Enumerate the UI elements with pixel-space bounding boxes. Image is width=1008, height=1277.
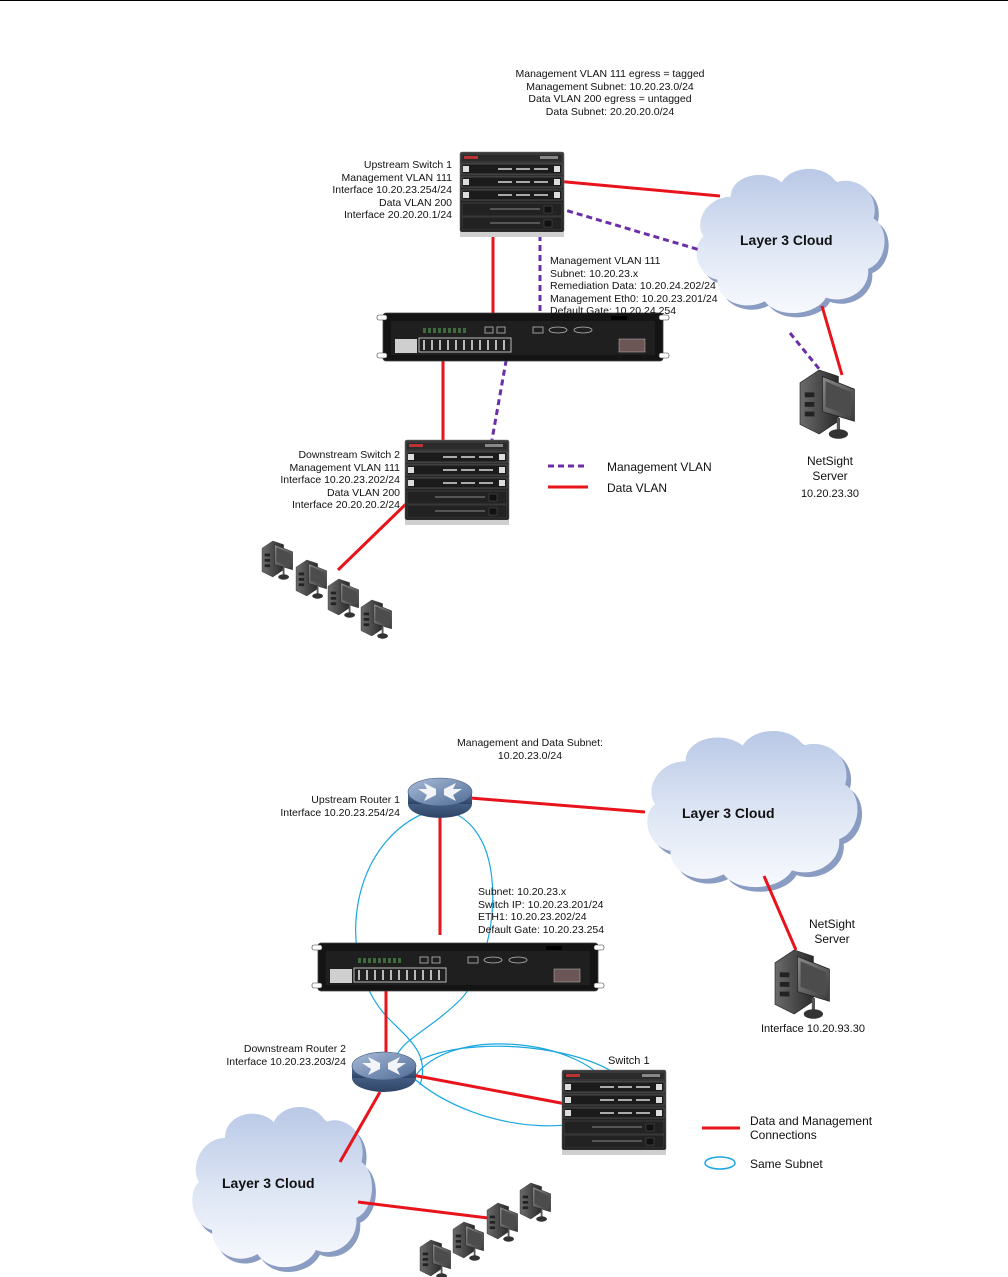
server-name-line: NetSight <box>806 454 854 468</box>
downstream-router-2-label: Downstream Router 2 Interface 10.20.23.2… <box>200 1043 346 1068</box>
label-line: Switch IP: 10.20.23.201/24 <box>478 898 604 911</box>
cloud-1-label: Layer 3 Cloud <box>740 232 833 248</box>
mgmt-cloud-server <box>788 332 822 371</box>
legend-data-vlan-label: Data VLAN <box>607 481 668 495</box>
workstation <box>327 578 360 619</box>
d2-top-note-line: 10.20.23.0/24 <box>497 749 563 762</box>
cloud-2-top-label: Layer 3 Cloud <box>682 805 775 821</box>
label-line: Interface 10.20.23.202/24 <box>280 474 400 486</box>
netsight-server-2-ip: Interface 10.20.93.30 <box>761 1023 865 1035</box>
label-line: Remediation Data: 10.20.24.202/24 <box>550 280 716 292</box>
switch-1[interactable] <box>561 1069 667 1156</box>
d1-top-note: Management VLAN 111 egress = tagged Mana… <box>510 68 710 118</box>
mgmt-switch1-cloud <box>547 203 701 252</box>
label-line: Default Gate: 10.20.23.254 <box>478 923 605 936</box>
link-cloud-server <box>820 305 844 376</box>
label-line: Management VLAN 111 <box>550 255 661 267</box>
d2-top-note: Management and Data Subnet: 10.20.23.0/2… <box>440 737 620 762</box>
workstations-1 <box>261 540 393 640</box>
label-line: Management Eth0: 10.20.23.201/24 <box>550 292 718 305</box>
label-line: Data VLAN 200 <box>379 196 452 209</box>
label-line: Interface 10.20.23.254/24 <box>280 806 400 819</box>
downstream-switch-2-label: Downstream Switch 2 Management VLAN 111 … <box>240 449 400 512</box>
nac-appliance-2[interactable] <box>311 942 605 992</box>
page-top-rule <box>0 0 1008 1</box>
d1-top-note-line: Data VLAN 200 egress = untagged <box>528 93 692 105</box>
netsight-server-2[interactable] <box>774 949 831 1020</box>
workstation <box>486 1202 519 1243</box>
label-line: Management VLAN 111 <box>341 171 452 184</box>
upstream-router-1[interactable] <box>407 777 473 819</box>
link-router1-cloud <box>469 796 646 814</box>
label-line: Subnet: 10.20.23.x <box>550 267 639 280</box>
link-router2-cloud <box>338 1091 382 1163</box>
workstation <box>360 599 393 640</box>
nac-appliance-1[interactable] <box>376 312 670 362</box>
nac-info-1-label: Management VLAN 111 Subnet: 10.20.23.x R… <box>550 255 718 318</box>
d1-top-note-line: Management VLAN 111 egress = tagged <box>515 68 705 80</box>
server-name-line: Server <box>812 469 848 483</box>
legend-mgmt-vlan-label: Management VLAN <box>607 460 712 474</box>
label-line: Interface 20.20.20.2/24 <box>292 499 400 511</box>
d1-top-note-line: Data Subnet: 20.20.20.0/24 <box>545 105 675 118</box>
label-line: Downstream Router 2 <box>243 1043 346 1055</box>
server-name-line: NetSight <box>808 917 856 931</box>
netsight-server-2-label: NetSight Server <box>792 917 872 947</box>
netsight-server-1[interactable] <box>799 369 856 440</box>
workstation <box>261 540 294 581</box>
label-line: Data VLAN 200 <box>327 486 400 499</box>
label-line: Upstream Switch 1 <box>363 159 452 171</box>
legend-same-subnet-label: Same Subnet <box>750 1157 823 1171</box>
label-line: Interface 10.20.23.254/24 <box>332 184 452 196</box>
diagram-1 <box>261 151 889 640</box>
label-line: Management VLAN 111 <box>289 461 400 474</box>
label-line: Subnet: 10.20.23.x <box>478 886 567 898</box>
server-ip: 10.20.23.30 <box>800 488 860 500</box>
netsight-server-1-label: NetSight Server 10.20.23.30 <box>790 454 870 502</box>
label-line: Downstream Switch 2 <box>298 449 400 461</box>
downstream-switch-2[interactable] <box>404 439 510 526</box>
link-cloud-server-2 <box>762 875 798 951</box>
workstation <box>295 559 328 600</box>
upstream-switch-1-label: Upstream Switch 1 Management VLAN 111 In… <box>290 159 452 222</box>
legend-2-swatches <box>702 1126 740 1170</box>
diagram-2 <box>192 730 863 1277</box>
switch-1-label: Switch 1 <box>608 1055 650 1067</box>
label-line: Interface 20.20.20.1/24 <box>344 209 452 221</box>
upstream-switch-1[interactable] <box>459 151 565 238</box>
appliance-info-2-label: Subnet: 10.20.23.x Switch IP: 10.20.23.2… <box>478 886 604 936</box>
d1-top-note-line: Management Subnet: 10.20.23.0/24 <box>526 80 694 93</box>
server-name-line: Server <box>814 932 850 946</box>
downstream-router-2[interactable] <box>351 1051 417 1093</box>
workstation <box>519 1182 552 1223</box>
label-line: ETH1: 10.20.23.202/24 <box>478 911 587 923</box>
upstream-router-1-label: Upstream Router 1 Interface 10.20.23.254… <box>250 794 400 819</box>
link-cloud-pcs <box>357 1200 489 1220</box>
cloud-2-bottom-label: Layer 3 Cloud <box>222 1175 315 1191</box>
workstation <box>452 1221 485 1262</box>
legend-data-mgmt-label: Data and Management Connections <box>750 1114 873 1142</box>
workstations-2 <box>419 1182 552 1277</box>
legend-1-swatches <box>548 464 588 489</box>
d2-top-note-line: Management and Data Subnet: <box>457 737 603 749</box>
legend-same-subnet-swatch <box>704 1156 736 1170</box>
label-line: Default Gate: 10.20.24.254 <box>550 305 677 317</box>
workstation <box>419 1239 452 1277</box>
label-line: Upstream Router 1 <box>311 794 400 806</box>
label-line: Interface 10.20.23.203/24 <box>226 1055 346 1068</box>
